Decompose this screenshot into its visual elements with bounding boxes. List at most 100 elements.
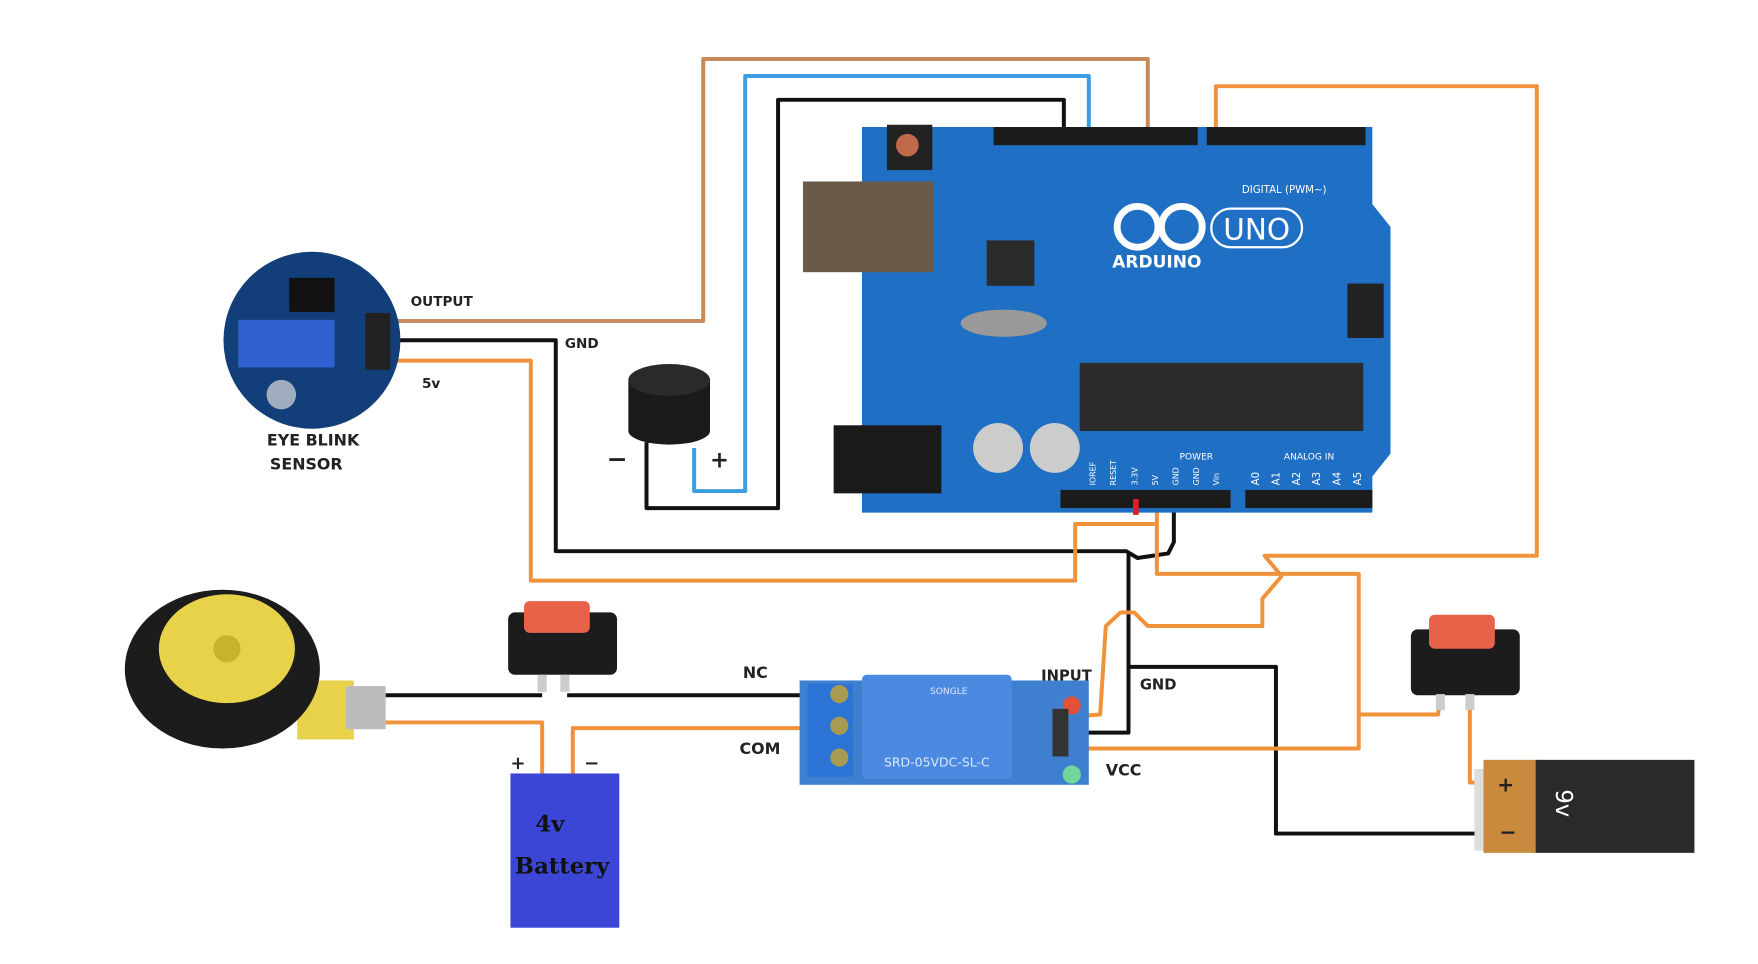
wire-motor-battery <box>385 720 545 774</box>
analog-label: ANALOG IN <box>1284 452 1334 462</box>
capacitor-2 <box>1029 423 1080 473</box>
crystal <box>960 309 1047 337</box>
pin-label: A2 <box>1292 472 1303 485</box>
switch-power[interactable] <box>1410 614 1520 710</box>
motor-can <box>345 686 386 730</box>
eye-blink-sensor: OUTPUT GND 5v EYE BLINK SENSOR <box>223 251 599 474</box>
pin-label: GND <box>1171 467 1180 485</box>
switch-leg <box>1465 694 1475 710</box>
usb-chip <box>986 240 1035 286</box>
arduino-brand: ARDUINO <box>1112 253 1201 273</box>
capacitor-1 <box>973 423 1024 473</box>
pin-label: Vin <box>1212 473 1221 485</box>
pin-label: 5V <box>1151 474 1160 485</box>
pin-label: RESET <box>1109 460 1118 486</box>
dc-motor-wheel <box>124 589 386 749</box>
battery-9v: + − 9v <box>1474 759 1695 853</box>
relay-nc-label: NC <box>743 663 768 682</box>
terminal-no <box>830 748 849 767</box>
relay-module: SONGLE SRD-05VDC-SL-C NC COM INPUT GND V… <box>740 663 1177 785</box>
relay-coil-box <box>861 674 1012 780</box>
relay-led-green <box>1062 765 1081 784</box>
wheel-center <box>213 635 241 663</box>
arduino-uno: UNO ARDUINO DIGITAL (PWM~) POWER ANALOG … <box>803 124 1391 515</box>
terminal-com <box>830 716 849 735</box>
sensor-gnd-label: GND <box>565 336 599 352</box>
relay-vcc-label: VCC <box>1106 761 1142 780</box>
relay-brand: SONGLE <box>930 687 968 697</box>
battery-4v-voltage: 4v <box>535 811 565 837</box>
pin-label: 3.3V <box>1131 467 1140 486</box>
relay-input-label: INPUT <box>1041 667 1092 684</box>
relay-pin-header <box>1052 708 1069 757</box>
icsp-header <box>1347 283 1384 338</box>
buzzer-top <box>628 364 711 396</box>
wire-pin7-relay-input <box>1071 84 1539 719</box>
usb-port <box>803 181 934 273</box>
wire-battery-com <box>570 726 834 774</box>
battery-4v-minus: − <box>584 753 599 774</box>
reset-button-cap <box>896 133 919 157</box>
battery-4v-body <box>510 773 620 928</box>
wire-sensor-gnd <box>391 338 1176 560</box>
switch-leg <box>1435 694 1445 710</box>
pin-label: GND <box>1192 467 1201 485</box>
wires <box>385 56 1539 836</box>
pin-label: A5 <box>1353 472 1364 485</box>
sensor-5v-label: 5v <box>422 376 440 392</box>
battery-4v: + − 4v Battery <box>510 753 620 928</box>
arduino-model: UNO <box>1223 212 1290 246</box>
switch-rocker[interactable] <box>524 601 590 633</box>
sensor-pin-header <box>365 313 391 370</box>
battery-4v-plus: + <box>510 753 525 774</box>
switch-motor[interactable] <box>508 601 618 692</box>
sensor-output-label: OUTPUT <box>411 294 474 310</box>
relay-com-label: COM <box>740 739 781 758</box>
power-pin-labels: IOREF RESET 3.3V 5V GND GND Vin <box>1089 460 1222 486</box>
sensor-potentiometer <box>238 319 335 368</box>
buzzer: − + <box>607 364 729 473</box>
digital-header-1 <box>993 127 1198 146</box>
sensor-led <box>266 379 297 410</box>
pin-label: IOREF <box>1089 461 1098 485</box>
battery-9v-plus: + <box>1497 773 1514 797</box>
wire-battery9-plus <box>1358 693 1443 717</box>
sensor-title: EYE BLINK <box>267 431 360 450</box>
battery-9v-minus: − <box>1499 820 1516 844</box>
power-header <box>1060 489 1231 509</box>
battery-9v-cap <box>1483 759 1538 853</box>
wire-buzzer-minus <box>644 97 1066 511</box>
wire-vin <box>1071 523 1361 751</box>
pin-label: A3 <box>1312 472 1323 485</box>
sensor-chip <box>289 277 335 312</box>
pin-label: A1 <box>1271 472 1282 485</box>
sensor-title: SENSOR <box>270 455 343 474</box>
switch-rocker[interactable] <box>1429 614 1495 649</box>
atmega-chip <box>1079 362 1364 431</box>
arduino-logo: UNO ARDUINO <box>1112 203 1304 273</box>
battery-4v-label: Battery <box>515 853 610 879</box>
battery-9v-body <box>1535 759 1695 853</box>
buzzer-plus-label: + <box>710 447 729 473</box>
wire-sensor-output <box>391 56 1150 323</box>
digital-header-2 <box>1206 127 1366 146</box>
pin-5v-marker <box>1133 499 1139 515</box>
digital-label: DIGITAL (PWM~) <box>1242 185 1327 196</box>
relay-gnd-label: GND <box>1140 677 1177 694</box>
analog-pin-labels: A0 A1 A2 A3 A4 A5 <box>1251 472 1364 485</box>
battery-9v-label: 9v <box>1550 789 1576 817</box>
terminal-nc <box>830 685 849 704</box>
battery-9v-terminals <box>1474 768 1486 851</box>
power-jack <box>833 425 942 494</box>
power-label: POWER <box>1180 452 1214 462</box>
switch-leg <box>537 674 547 692</box>
wire-buzzer-plus <box>692 74 1091 494</box>
buzzer-bottom <box>628 417 711 445</box>
buzzer-minus-label: − <box>607 444 628 473</box>
pin-label: A4 <box>1333 472 1344 485</box>
switch-leg <box>560 674 570 692</box>
analog-header <box>1245 489 1373 509</box>
relay-model: SRD-05VDC-SL-C <box>884 755 990 770</box>
pin-label: A0 <box>1251 472 1262 485</box>
